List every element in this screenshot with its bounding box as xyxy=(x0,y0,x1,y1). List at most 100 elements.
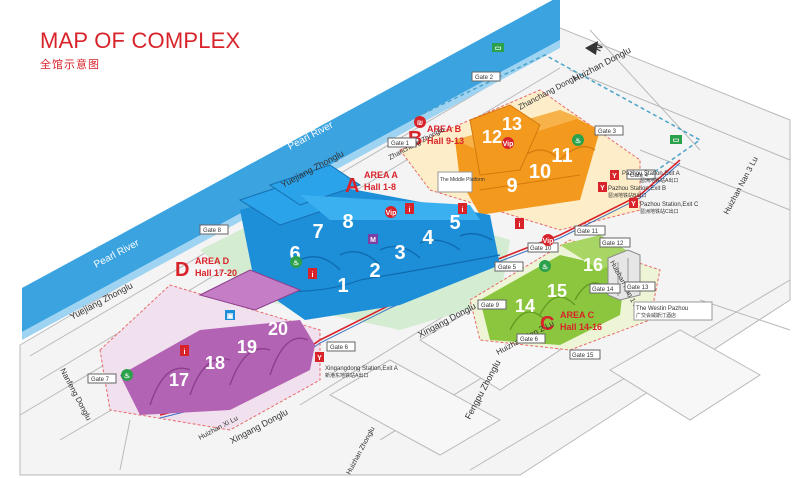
svg-text:♨: ♨ xyxy=(575,137,581,145)
gate-14: Gate 14 xyxy=(592,287,614,293)
page-subtitle: 全馆示意图 xyxy=(40,59,100,71)
gate-9: Gate 9 xyxy=(481,303,500,309)
svg-text:♨: ♨ xyxy=(542,263,548,271)
area-d-halls-label: Hall 17-20 xyxy=(195,268,237,278)
pazhou-b-label: Pazhou Station,Exit B xyxy=(608,186,666,192)
metro-icon: M xyxy=(368,234,378,244)
gate-14-marker: Gate 14 xyxy=(589,283,621,294)
bus-icon: ▭ xyxy=(492,43,504,52)
svg-text:♨: ♨ xyxy=(124,372,130,380)
svg-text:Vip: Vip xyxy=(503,141,514,148)
hall-18: 18 xyxy=(205,353,225,373)
hall-5: 5 xyxy=(449,212,460,234)
hall-11: 11 xyxy=(551,145,572,167)
svg-text:M: M xyxy=(370,237,376,244)
gate-6b: Gate 6 xyxy=(520,337,539,343)
info-icon: i xyxy=(308,268,317,279)
gate-6: Gate 6 xyxy=(330,345,349,351)
area-a-halls-label: Hall 1-8 xyxy=(364,182,396,192)
svg-text:₪: ₪ xyxy=(417,120,423,127)
gate-6-marker: Gate 6 xyxy=(326,341,356,352)
gate-1: Gate 1 xyxy=(391,141,410,147)
gates: Gate 1 Gate 2 Gate 3 Gate 4 Gate 5 Gate … xyxy=(87,71,656,384)
gate-11-marker: Gate 11 xyxy=(574,225,606,236)
gate-12: Gate 12 xyxy=(602,241,624,247)
hall-numbers: 1 2 3 4 5 6 7 8 9 10 11 12 13 14 15 16 1… xyxy=(169,114,603,390)
svg-text:Y: Y xyxy=(317,355,322,362)
vip-icon: Vip xyxy=(502,137,514,149)
shop-icon: ▣ xyxy=(225,310,235,320)
svg-text:i: i xyxy=(312,272,314,279)
gate-6b-marker: Gate 6 xyxy=(516,333,546,344)
hall-19: 19 xyxy=(237,337,257,357)
hall-14: 14 xyxy=(515,296,535,316)
pazhou-c-label: Pazhou Station,Exit C xyxy=(640,202,699,208)
svg-text:♨: ♨ xyxy=(293,259,299,267)
gate-7: Gate 7 xyxy=(91,377,110,383)
area-a-label: A AREA A Hall 1-8 xyxy=(345,170,398,197)
gate-11: Gate 11 xyxy=(577,229,599,235)
vip-icon: Vip xyxy=(385,206,397,218)
pazhou-a-label-cn: 琶洲地铁站A出口 xyxy=(640,177,678,184)
gate-8-marker: Gate 8 xyxy=(199,224,229,235)
gate-15: Gate 15 xyxy=(572,353,594,359)
restaurant-icon: ♨ xyxy=(572,134,584,146)
westin-label-cn: 广交会威斯汀酒店 xyxy=(636,312,676,319)
svg-text:i: i xyxy=(519,222,521,229)
pearl-river xyxy=(22,0,560,332)
xingangdong-label-cn: 新港东地铁站A出口 xyxy=(325,372,368,379)
complex-boundary xyxy=(409,54,702,176)
gate-13: Gate 13 xyxy=(627,285,649,291)
svg-text:▣: ▣ xyxy=(227,313,234,320)
gate-7-marker: Gate 7 xyxy=(87,373,117,384)
svg-text:▭: ▭ xyxy=(495,45,502,52)
gate-4-marker: Gate 4 xyxy=(626,169,656,180)
gate-2-marker: Gate 2 xyxy=(471,71,501,82)
svg-text:i: i xyxy=(462,207,464,214)
gate-5-marker: Gate 5 xyxy=(494,261,524,272)
pazhou-a-label: Pazhou Station,Exit A xyxy=(622,171,680,177)
page-title: MAP OF COMPLEX xyxy=(40,28,241,53)
svg-text:Vip: Vip xyxy=(386,210,397,217)
svg-text:Vip: Vip xyxy=(543,238,554,245)
gate-5: Gate 5 xyxy=(498,265,517,271)
landmark-labels: The Middle Platform The Westin Pazhou 广交… xyxy=(325,171,713,379)
svg-text:Y: Y xyxy=(631,201,636,208)
area-b-halls-label: Hall 9-13 xyxy=(427,136,464,146)
info-icon: i xyxy=(458,203,467,214)
gate-13-marker: Gate 13 xyxy=(624,281,656,292)
gate-1-marker: Gate 1 xyxy=(387,137,417,148)
hall-6: 6 xyxy=(289,243,300,265)
bus-icon: ▭ xyxy=(670,135,682,144)
metro-exit-icon: Y xyxy=(610,170,619,180)
gate-8: Gate 8 xyxy=(203,228,222,234)
area-c-label: C AREA C Hall 14-16 xyxy=(540,310,602,335)
area-a-name: AREA A xyxy=(364,170,398,180)
svg-text:Y: Y xyxy=(600,185,605,192)
hall-4: 4 xyxy=(422,227,434,249)
hall-15: 15 xyxy=(547,281,567,301)
gate-15-marker: Gate 15 xyxy=(569,349,601,360)
gate-2: Gate 2 xyxy=(475,75,494,81)
area-d-halls xyxy=(120,269,315,415)
area-b-name: AREA B xyxy=(427,124,462,134)
compass-icon: N xyxy=(585,41,605,55)
area-a-letter: A xyxy=(345,175,359,197)
hall-20: 20 xyxy=(268,319,288,339)
hall-2: 2 xyxy=(369,260,380,282)
vip-icon: Vip xyxy=(542,234,554,246)
xingangdong-label: Xingangdong Station,Exit A xyxy=(325,366,398,372)
gate-3-marker: Gate 3 xyxy=(594,125,624,136)
restaurant-icon: ♨ xyxy=(121,369,133,381)
area-c-name: AREA C xyxy=(560,310,595,320)
hall-9: 9 xyxy=(506,175,517,197)
hall-3: 3 xyxy=(394,242,405,264)
gate-9-marker: Gate 9 xyxy=(477,299,507,310)
service-icons: i i i i i M Vip Vip Vip ♨ ♨ ♨ ♨ ₪ Y Y Y … xyxy=(121,43,682,381)
svg-text:Y: Y xyxy=(612,173,617,180)
hall-17: 17 xyxy=(169,370,189,390)
svg-text:i: i xyxy=(184,349,186,356)
hall-16: 16 xyxy=(583,255,603,275)
shop-icon: ₪ xyxy=(414,116,426,128)
